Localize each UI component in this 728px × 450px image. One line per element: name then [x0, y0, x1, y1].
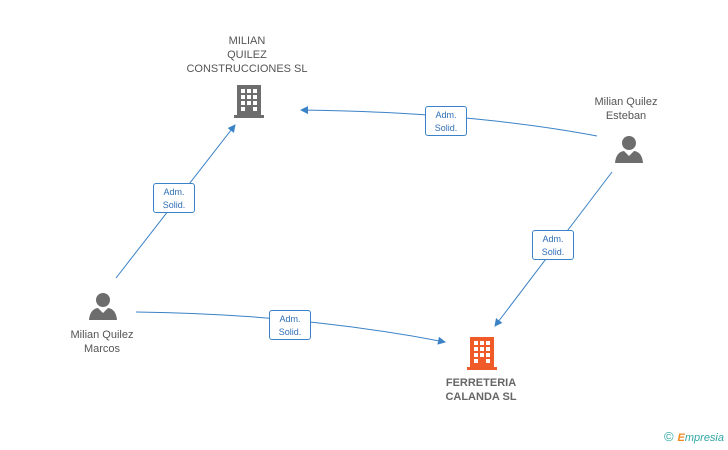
- brand-name: mpresia: [684, 432, 724, 444]
- edge-label-esteban-ferreteria: Adm. Solid.: [532, 230, 574, 260]
- person-icon[interactable]: [88, 291, 118, 321]
- person-label-marcos: Milian Quilez Marcos: [70, 329, 134, 355]
- edge-label-marcos-construcciones: Adm. Solid.: [153, 183, 195, 213]
- copyright-symbol: ©: [663, 429, 674, 444]
- building-icon[interactable]: [466, 335, 498, 371]
- edge-label-marcos-ferreteria: Adm. Solid.: [269, 310, 311, 340]
- brand-initial: E: [677, 432, 685, 444]
- company-label-ferreteria: FERRETERIA CALANDA SL: [445, 377, 517, 403]
- company-label-construcciones: MILIAN QUILEZ CONSTRUCCIONES SL: [186, 35, 308, 75]
- edge-label-esteban-construcciones: Adm. Solid.: [425, 106, 467, 136]
- building-icon[interactable]: [233, 83, 265, 119]
- person-icon[interactable]: [614, 134, 644, 164]
- person-label-esteban: Milian Quilez Esteban: [594, 96, 658, 122]
- brand-watermark: ©Empresia: [664, 429, 724, 444]
